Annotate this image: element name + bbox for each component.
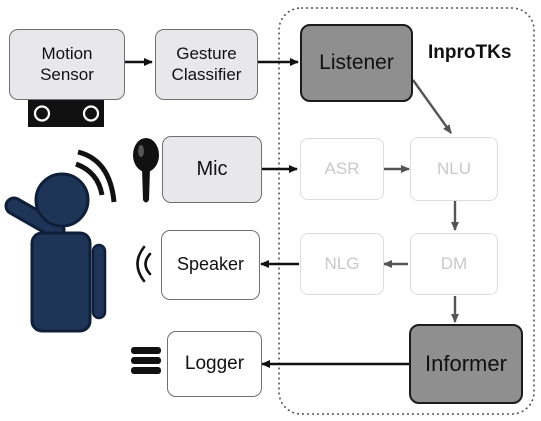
motion-sensor-icon <box>28 100 104 127</box>
informer-node[interactable]: Informer <box>409 324 523 404</box>
motion-sensor-node[interactable]: Motion Sensor <box>9 29 125 100</box>
dm-node[interactable]: DM <box>410 233 498 295</box>
nlg-node[interactable]: NLG <box>300 233 384 295</box>
person-icon <box>4 149 117 333</box>
gesture-classifier-node[interactable]: Gesture Classifier <box>155 29 258 100</box>
arrow-listener-to-nlu <box>412 79 452 134</box>
logger-node[interactable]: Logger <box>167 331 262 397</box>
microphone-icon <box>133 138 159 203</box>
speaker-sound-icon <box>136 245 152 283</box>
mic-node[interactable]: Mic <box>162 136 262 203</box>
asr-node[interactable]: ASR <box>300 138 384 200</box>
speaker-node[interactable]: Speaker <box>161 230 260 300</box>
listener-node[interactable]: Listener <box>300 24 413 102</box>
inprotks-group-boundary <box>278 7 535 415</box>
inprotks-group-title: InproTKs <box>428 42 512 63</box>
database-icon <box>131 347 161 374</box>
nlu-node[interactable]: NLU <box>410 137 498 201</box>
